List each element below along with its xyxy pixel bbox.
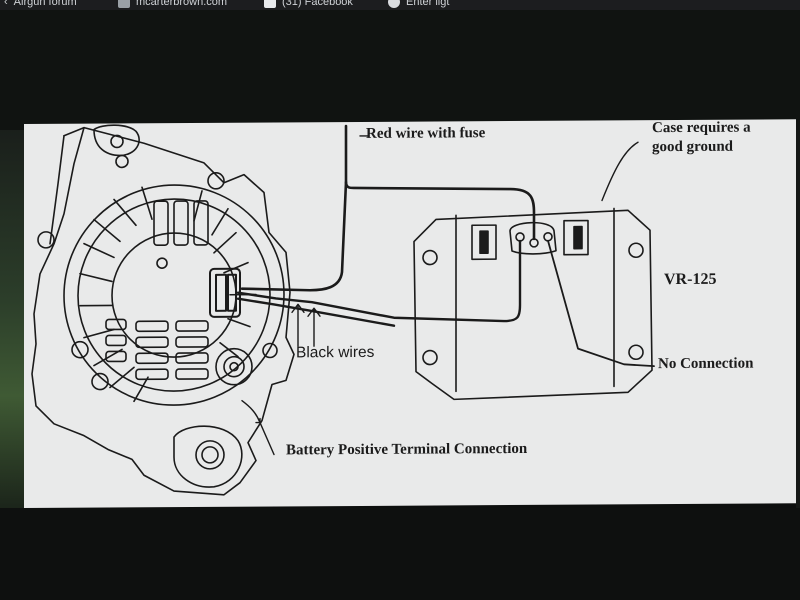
site-icon (118, 0, 130, 8)
voltage-regulator-body (413, 207, 653, 401)
site-round-icon (388, 0, 400, 8)
leader-lines (241, 135, 639, 456)
background-plant-edge (0, 130, 24, 510)
alternator-mount-top (93, 124, 140, 157)
facebook-icon (264, 0, 276, 8)
alternator-housing (31, 126, 295, 496)
alternator-mount-bottom (173, 425, 243, 488)
chevron-left-icon: ‹ (4, 0, 8, 8)
label-case-ground-line2: good ground (652, 138, 734, 156)
wiring-diagram: Red wire with fuse Case requires a good … (24, 119, 796, 509)
red-wire-with-fuse (240, 124, 536, 292)
black-wires (236, 239, 522, 327)
monitor-bezel-right (796, 130, 800, 510)
label-no-connection: No Connection (658, 355, 754, 373)
bookmark-label: mcarterbrown.com (136, 0, 228, 8)
monitor-bezel-top (0, 10, 800, 130)
alternator-bolt-holes (37, 154, 278, 391)
label-regulator-model: VR-125 (664, 270, 717, 289)
label-red-wire: Red wire with fuse (366, 125, 486, 142)
label-black-wires: Black wires (296, 343, 375, 362)
bookmark-airgun-forum[interactable]: ‹ Airgun forum (4, 0, 77, 10)
bookmark-entry[interactable]: Enter ligt (388, 0, 449, 10)
no-connection-lead (547, 239, 655, 368)
bookmark-label: Enter ligt (406, 0, 450, 8)
wiring-diagram-drawing (31, 124, 655, 496)
monitor-bezel-bottom (0, 508, 800, 600)
bookmark-facebook[interactable]: (31) Facebook (264, 0, 353, 10)
alternator-slots (105, 200, 209, 381)
label-case-ground-line1: Case requires a (652, 119, 751, 137)
battery-positive-terminal (215, 347, 253, 386)
browser-bookmarks-bar: ‹ Airgun forum mcarterbrown.com (31) Fac… (0, 0, 800, 10)
label-battery-terminal: Battery Positive Terminal Connection (286, 440, 528, 459)
bookmark-label: Airgun forum (13, 0, 77, 8)
bookmark-label: (31) Facebook (282, 0, 353, 8)
field-plug-connector (209, 267, 241, 318)
bookmark-mcarterbrown[interactable]: mcarterbrown.com (118, 0, 227, 10)
